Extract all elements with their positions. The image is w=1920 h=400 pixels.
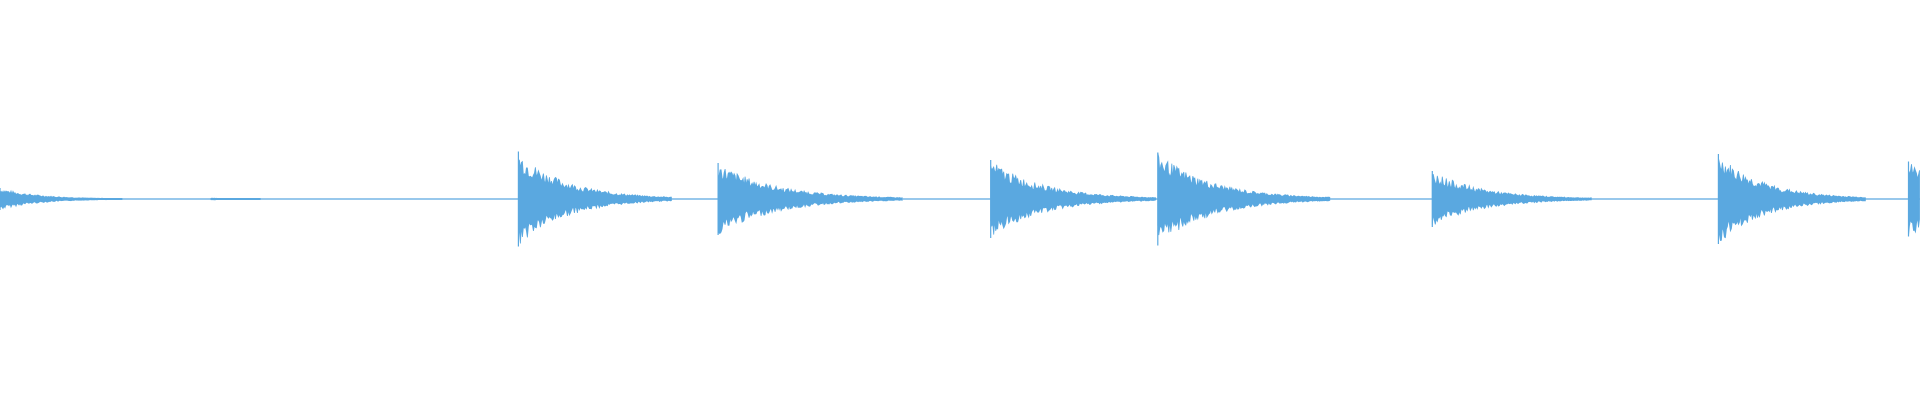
waveform-transient <box>717 168 903 234</box>
waveform-transient <box>210 197 261 201</box>
waveform-transient <box>990 164 1157 235</box>
waveform-transient <box>1157 152 1331 236</box>
waveform-transient <box>1908 164 1920 237</box>
waveform-transient <box>1431 174 1592 225</box>
waveform-transient <box>518 159 672 244</box>
waveform-transient <box>0 189 123 210</box>
waveform-transient <box>1718 157 1866 241</box>
